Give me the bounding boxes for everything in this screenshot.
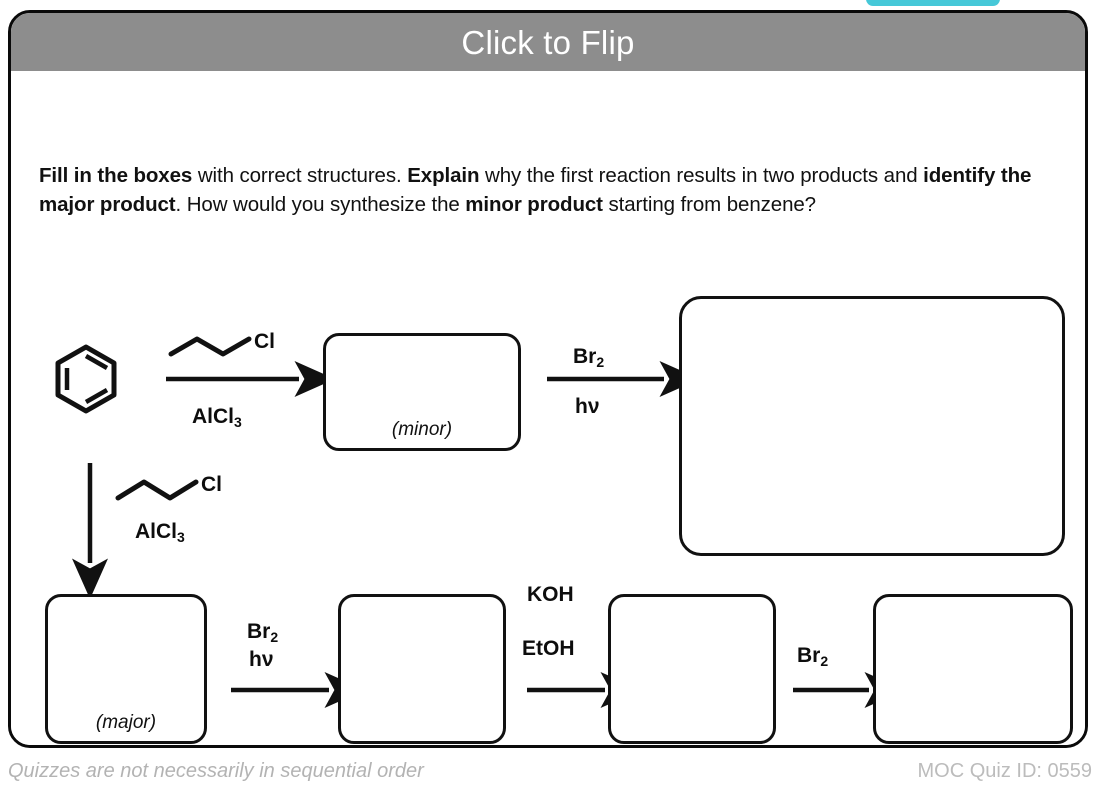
- benzene-ring-icon: [55, 344, 117, 414]
- answer-box-bottom-3[interactable]: [608, 594, 776, 744]
- reagent-structure-1-chlorobutane-top: [168, 336, 252, 357]
- alcl3-sub-bottom: 3: [177, 529, 185, 545]
- reagent-br2-label-step6: Br2: [797, 644, 829, 669]
- prompt-segment-2: Explain: [407, 164, 480, 187]
- prompt-segment-7: starting from benzene?: [602, 193, 817, 216]
- br2-base-step4: Br: [247, 620, 271, 643]
- answer-box-major[interactable]: (major): [45, 594, 207, 744]
- prompt-segment-4: identify the major product: [39, 164, 1032, 216]
- reagent-alcl3-label-bottom: AlCl3: [135, 520, 185, 545]
- reagent-cl-label-bottom: Cl: [201, 473, 222, 496]
- alcl3-base-bottom: AlCl: [135, 520, 177, 543]
- br2-sub-step3: 2: [596, 354, 605, 370]
- footer: Quizzes are not necessarily in sequentia…: [0, 754, 1100, 792]
- reagent-br2-label-step3: Br2: [573, 345, 605, 370]
- answer-box-minor[interactable]: (minor): [323, 333, 521, 451]
- card-body: Fill in the boxes with correct structure…: [11, 71, 1085, 745]
- prompt-segment-0: Fill in the boxes: [39, 164, 193, 187]
- flashcard[interactable]: Click to Flip Fill in the boxes with cor…: [8, 10, 1088, 748]
- footer-note: Quizzes are not necessarily in sequentia…: [8, 760, 424, 782]
- alcl3-sub-top: 3: [234, 414, 242, 430]
- answer-box-top-right[interactable]: [679, 296, 1065, 556]
- reaction-scheme: [55, 336, 905, 708]
- prompt-segment-5: . How would you synthesize the: [175, 193, 466, 216]
- answer-box-bottom-4[interactable]: [873, 594, 1073, 744]
- br2-sub-step6: 2: [820, 653, 829, 669]
- reagent-etoh-label: EtOH: [522, 637, 575, 660]
- reagent-br2-label-step4: Br2: [247, 620, 279, 645]
- br2-sub-step4: 2: [270, 629, 279, 645]
- reagent-alcl3-label-top: AlCl3: [192, 405, 242, 430]
- answer-box-bottom-2[interactable]: [338, 594, 506, 744]
- br2-base-step6: Br: [797, 644, 821, 667]
- footer-quiz-id: MOC Quiz ID: 0559: [917, 760, 1092, 782]
- prompt-segment-6: minor product: [465, 193, 603, 216]
- reagent-hv-label-step4: hν: [249, 648, 274, 671]
- teal-tab-accent: [866, 0, 1000, 6]
- prompt-segment-3: why the first reaction results in two pr…: [479, 164, 924, 187]
- answer-box-major-label: (major): [95, 712, 157, 733]
- answer-box-minor-label: (minor): [391, 419, 453, 440]
- alcl3-base-top: AlCl: [192, 405, 234, 428]
- prompt-text: Fill in the boxes with correct structure…: [39, 161, 1061, 219]
- card-header-bar[interactable]: Click to Flip: [11, 13, 1085, 71]
- prompt-segment-1: with correct structures.: [192, 164, 408, 187]
- reagent-cl-label-top: Cl: [254, 330, 275, 353]
- reagent-hv-label-step3: hν: [575, 395, 600, 418]
- click-to-flip-title[interactable]: Click to Flip: [461, 23, 635, 61]
- reagent-structure-1-chlorobutane-bottom: [115, 479, 199, 501]
- reagent-koh-label: KOH: [527, 583, 574, 606]
- br2-base-step3: Br: [573, 345, 597, 368]
